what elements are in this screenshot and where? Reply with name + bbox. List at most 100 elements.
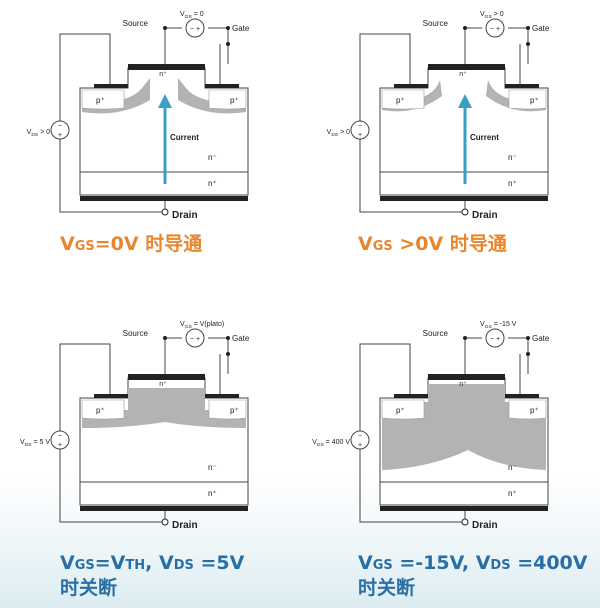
label-n-plus-bottom: n⁺ <box>208 489 217 498</box>
gate-metal <box>128 374 205 380</box>
label-p-left: p⁺ <box>96 96 105 105</box>
drain-wire <box>359 506 465 523</box>
label-source: Source <box>423 329 449 338</box>
label-p-left: p⁺ <box>96 406 105 415</box>
source-contact-right <box>505 84 539 88</box>
vgs-source-symbol <box>185 18 205 38</box>
label-drain: Drain <box>172 520 198 531</box>
caption-panel-1: VGS=0V 时导通 <box>60 233 203 255</box>
drain-metal <box>80 506 248 511</box>
p-well-left <box>381 89 425 110</box>
gate-wire <box>208 337 229 374</box>
label-n-minus: n⁻ <box>208 463 217 472</box>
label-n-minus: n⁻ <box>508 463 517 472</box>
label-n-minus: n⁻ <box>508 153 517 162</box>
label-gate: Gate <box>532 334 550 343</box>
p-well-right <box>208 399 247 420</box>
source-contact-left <box>394 394 428 398</box>
source-wire <box>464 27 482 64</box>
gate-wire <box>508 27 529 64</box>
source-wire <box>464 337 482 374</box>
p-well-right <box>508 89 547 110</box>
label-source: Source <box>123 329 149 338</box>
source-contact-right <box>205 84 239 88</box>
vds-wire-left <box>59 33 111 196</box>
source-contact-right <box>505 394 539 398</box>
vds-source-symbol <box>350 120 370 140</box>
source-wire <box>164 337 182 374</box>
vds-source-symbol <box>50 430 70 450</box>
drain-metal <box>80 196 248 201</box>
label-source: Source <box>423 19 449 28</box>
drain-metal <box>380 506 548 511</box>
vds-polarity-plus: + <box>58 132 62 139</box>
vgs-source-symbol <box>485 328 505 348</box>
vds-polarity-minus: − <box>358 433 362 440</box>
vds-polarity-minus: − <box>58 123 62 130</box>
source-contact-left <box>394 84 428 88</box>
gate-metal <box>428 374 505 380</box>
label-vgs: VGS = V(plato) <box>180 321 224 330</box>
p-well-left <box>81 89 125 110</box>
label-n-plus-top: n⁺ <box>159 71 167 78</box>
caption-panel-2: VGS >0V 时导通 <box>358 233 507 255</box>
vds-polarity-plus: + <box>358 442 362 449</box>
vds-polarity-minus: − <box>58 433 62 440</box>
label-p-right: p⁺ <box>230 406 239 415</box>
caption-panel-4: VGS =-15V, VDS =400V 时关断 <box>358 552 588 599</box>
label-n-plus-top: n⁺ <box>459 381 467 388</box>
gate-metal <box>128 64 205 70</box>
label-n-plus-top: n⁺ <box>159 381 167 388</box>
current-arrow-head <box>158 94 172 108</box>
label-n-plus-bottom: n⁺ <box>508 179 517 188</box>
source-node <box>463 26 467 30</box>
vds-source-symbol <box>350 430 370 450</box>
p-well-left <box>381 399 425 420</box>
source-node <box>463 336 467 340</box>
vds-wire-left <box>59 343 111 506</box>
label-n-plus-top: n⁺ <box>459 71 467 78</box>
label-vds: VDS = 400 V <box>312 439 350 448</box>
source-wire <box>164 27 182 64</box>
drain-wire <box>359 196 465 213</box>
label-p-right: p⁺ <box>530 96 539 105</box>
gate-node-2 <box>226 42 230 46</box>
label-n-plus-bottom: n⁺ <box>208 179 217 188</box>
label-drain: Drain <box>472 520 498 531</box>
label-p-left: p⁺ <box>396 406 405 415</box>
vgs-polarity: − + <box>190 26 200 33</box>
vds-polarity-minus: − <box>358 123 362 130</box>
gate-node-2 <box>526 42 530 46</box>
source-contact-left <box>94 84 128 88</box>
label-gate: Gate <box>232 334 250 343</box>
panel-1: p⁺p⁺n⁺n⁻n⁺Current− +−+SourceGateDrainVGS… <box>27 11 250 221</box>
source-contact-right <box>205 394 239 398</box>
gate-node <box>226 336 230 340</box>
label-vds: VDS = 5 V <box>20 439 50 448</box>
p-well-right <box>208 89 247 110</box>
label-n-plus-bottom: n⁺ <box>508 489 517 498</box>
gate-node-2 <box>226 352 230 356</box>
vgs-polarity: − + <box>190 336 200 343</box>
source-contact-left <box>94 394 128 398</box>
label-source: Source <box>123 19 149 28</box>
vds-polarity-plus: + <box>58 442 62 449</box>
label-p-left: p⁺ <box>396 96 405 105</box>
label-vgs: VGS > 0 <box>480 11 504 20</box>
drain-metal <box>380 196 548 201</box>
drain-wire <box>59 196 165 213</box>
gate-wire <box>208 27 229 64</box>
drain-terminal <box>161 208 169 216</box>
label-current: Current <box>470 133 499 142</box>
label-drain: Drain <box>172 210 198 221</box>
gate-node <box>526 336 530 340</box>
label-vgs: VGS = -15 V <box>480 321 517 330</box>
p-well-right <box>508 399 547 420</box>
caption-panel-3: VGS=VTH, VDS =5V 时关断 <box>60 552 245 599</box>
gate-node-2 <box>526 352 530 356</box>
label-current: Current <box>170 133 199 142</box>
gate-node <box>526 26 530 30</box>
